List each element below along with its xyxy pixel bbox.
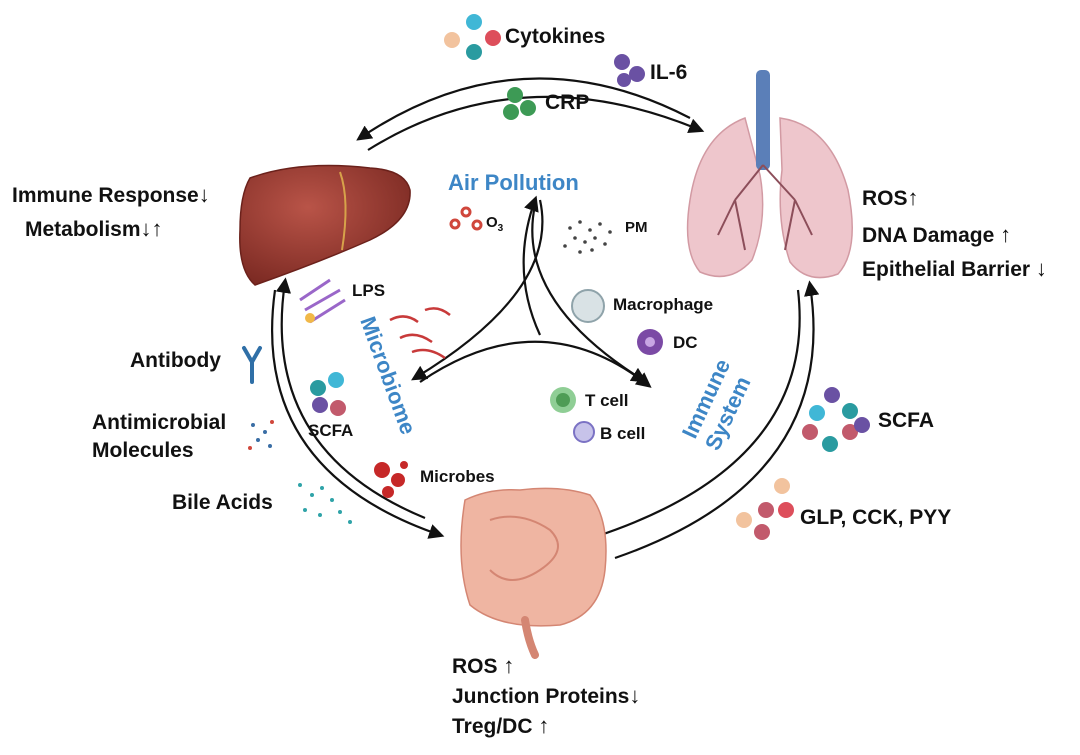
gut-ros-label: ROS ↑ <box>452 653 515 678</box>
tcell-label: T cell <box>585 391 629 410</box>
antibody-icon <box>242 346 262 384</box>
microbes-label: Microbes <box>420 467 495 486</box>
il6-label: IL-6 <box>650 61 688 84</box>
il6-particles <box>614 54 645 87</box>
arrow-gut-to-lung <box>614 280 820 560</box>
arrow-gut-to-liver <box>275 277 426 520</box>
scfa-right-label: SCFA <box>878 409 935 432</box>
arrow-center-to-air <box>522 195 541 336</box>
liver-illustration <box>239 164 411 286</box>
air-pollution-title: Air Pollution <box>448 170 579 195</box>
gut-illustration <box>460 487 607 659</box>
arrow-liver-to-gut <box>271 289 445 539</box>
immune-response-label: Immune Response↓ <box>12 182 210 207</box>
arrow-air-to-microbiome <box>411 199 544 381</box>
junction-proteins-label: Junction Proteins↓ <box>452 683 641 708</box>
bacteria-icon <box>389 307 451 360</box>
microbes-icon <box>374 461 408 498</box>
metabolism-label: Metabolism↓↑ <box>25 216 163 241</box>
bcell-icon <box>573 421 595 443</box>
arrow-liver-to-lung <box>367 95 705 151</box>
lungs-illustration <box>686 70 853 279</box>
macrophage-icon <box>571 289 605 323</box>
cycle-arrows <box>271 77 820 560</box>
arrow-air-to-immune <box>531 204 647 383</box>
scfa-right-particles <box>802 387 870 452</box>
arrow-lung-to-liver <box>356 77 691 141</box>
bile-acids-label: Bile Acids <box>172 491 273 514</box>
lung-ros-label: ROS↑ <box>862 185 919 210</box>
scfa-left-label: SCFA <box>308 421 354 440</box>
microbiome-label: Microbiome <box>355 313 421 438</box>
central-arrows <box>411 195 652 388</box>
antimicrobial-molecules-icon <box>248 420 274 450</box>
hormone-particles <box>736 478 794 540</box>
ozone-icon <box>449 206 483 231</box>
tcell-icon <box>550 387 576 413</box>
bile-acids-icon <box>298 483 352 524</box>
pm-particles-icon <box>563 220 612 254</box>
dc-label: DC <box>673 333 698 352</box>
crp-label: CRP <box>545 91 590 114</box>
pm-label: PM <box>625 219 648 236</box>
dna-damage-label: DNA Damage ↑ <box>862 222 1012 247</box>
cytokine-particles <box>444 14 501 60</box>
epithelial-barrier-label: Epithelial Barrier ↓ <box>862 256 1047 281</box>
glp-cck-pyy-label: GLP, CCK, PYY <box>800 506 952 529</box>
bcell-label: B cell <box>600 424 646 443</box>
antibody-label: Antibody <box>130 349 221 372</box>
arrow-lung-to-gut <box>545 289 801 555</box>
treg-dc-label: Treg/DC ↑ <box>452 713 550 738</box>
crp-particles <box>503 87 536 120</box>
antimicrobial-label-2: Molecules <box>92 439 194 462</box>
lps-label: LPS <box>352 281 386 300</box>
antimicrobial-label-1: Antimicrobial <box>92 411 227 434</box>
lps-icon <box>299 278 346 324</box>
macrophage-label: Macrophage <box>613 295 714 314</box>
ozone-label: O3 <box>486 214 504 234</box>
arrow-microbiome-to-immune <box>419 340 652 388</box>
dendritic-cell-icon <box>637 329 663 355</box>
cytokines-label: Cytokines <box>505 25 606 48</box>
scfa-left-particles <box>310 372 346 416</box>
